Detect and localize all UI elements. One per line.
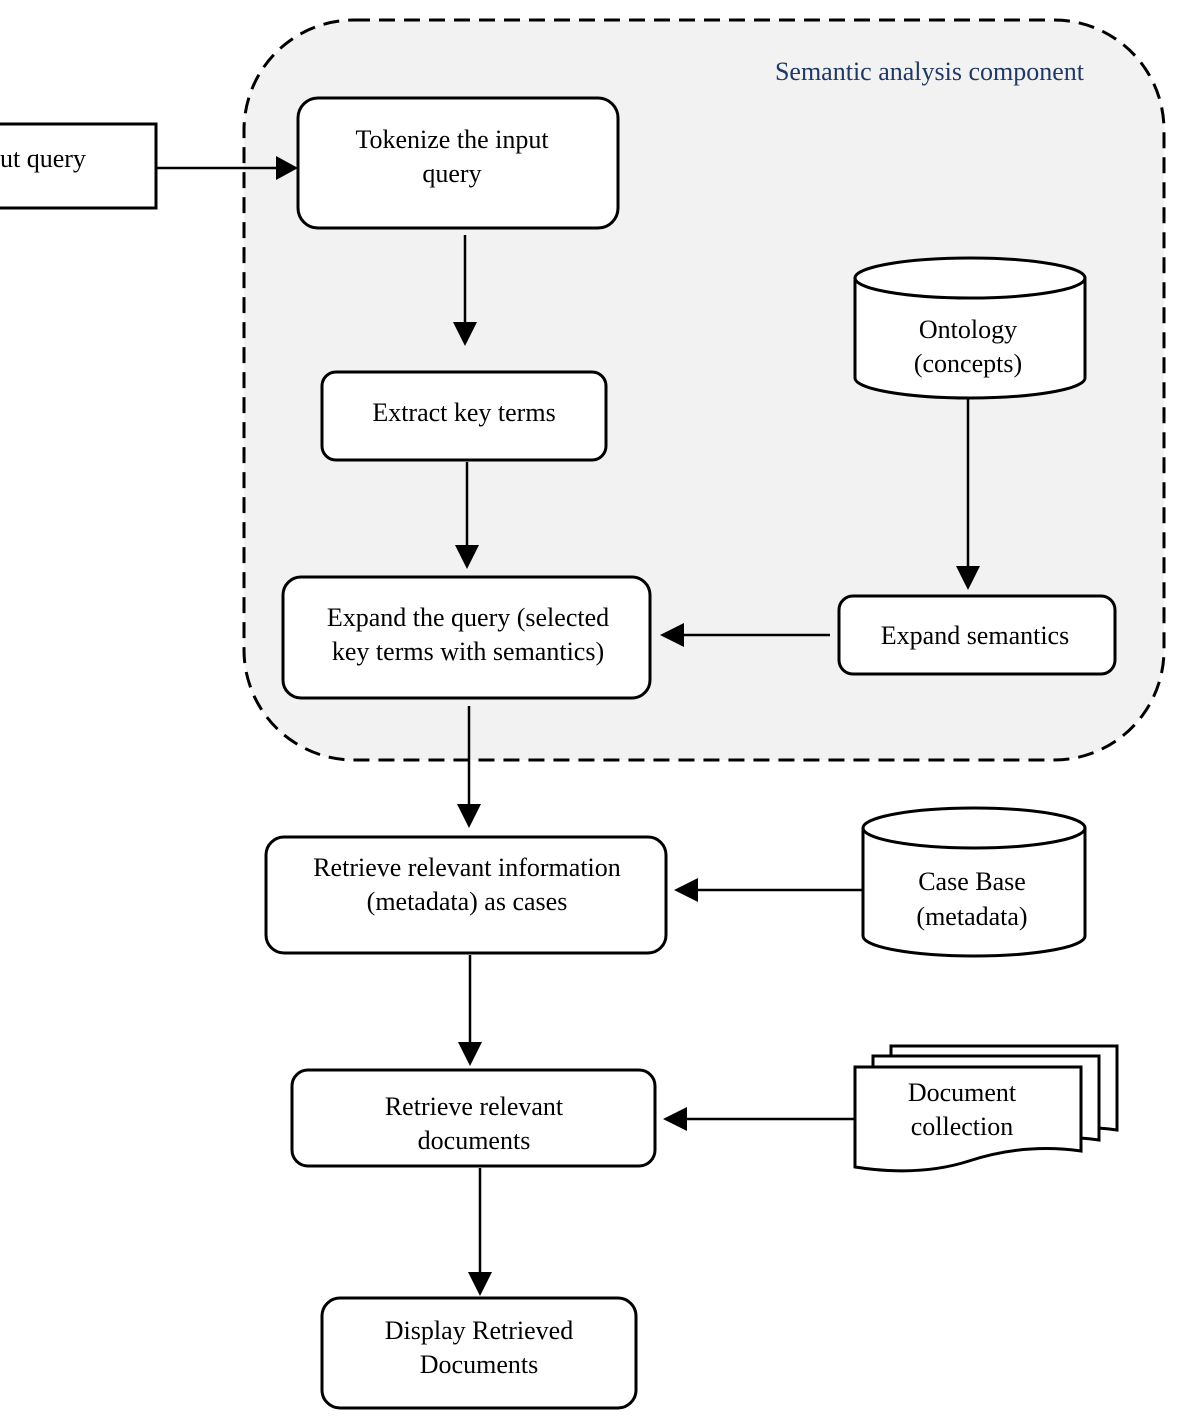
node-case-base: Case Base (metadata) xyxy=(861,806,1087,958)
node-tokenize: Tokenize the input query xyxy=(296,96,620,230)
node-retrieve-docs: Retrieve relevant documents xyxy=(290,1068,657,1168)
edge-input-to-tokenize xyxy=(156,156,298,180)
ontology-label-line-2: (concepts) xyxy=(914,349,1022,378)
tokenize-label-line-1: Tokenize the input xyxy=(355,125,549,154)
edge-retrieve-info-to-retrieve-docs xyxy=(458,955,482,1066)
edge-expand-semantics-to-expand-query xyxy=(660,623,830,647)
edge-ontology-to-expand-semantics xyxy=(956,398,980,590)
edge-expand-query-to-retrieve-info xyxy=(457,706,481,828)
retrieve-info-label-line-1: Retrieve relevant information xyxy=(313,853,621,882)
case-base-label-line-1: Case Base xyxy=(918,867,1026,896)
expand-query-label-line-1: Expand the query (selected xyxy=(327,603,609,632)
case-base-label-line-2: (metadata) xyxy=(916,902,1027,931)
display-label-line-2: Documents xyxy=(420,1350,538,1379)
edge-case-base-to-retrieve-info xyxy=(674,878,862,902)
input-query-label: ut query xyxy=(0,144,86,173)
node-display: Display Retrieved Documents xyxy=(320,1296,638,1410)
display-label-line-1: Display Retrieved xyxy=(385,1316,573,1345)
retrieve-docs-label-line-2: documents xyxy=(418,1126,531,1155)
node-retrieve-info: Retrieve relevant information (metadata)… xyxy=(264,835,668,955)
edge-tokenize-to-extract xyxy=(453,235,477,346)
edge-doc-collection-to-retrieve-docs xyxy=(663,1107,855,1131)
edge-retrieve-docs-to-display xyxy=(468,1168,492,1296)
doc-collection-label-line-2: collection xyxy=(911,1112,1014,1141)
node-ontology: Ontology (concepts) xyxy=(853,256,1087,400)
node-expand-query: Expand the query (selected key terms wit… xyxy=(281,575,652,700)
node-extract: Extract key terms xyxy=(320,370,608,462)
ontology-label-line-1: Ontology xyxy=(919,315,1017,344)
retrieve-docs-label-line-1: Retrieve relevant xyxy=(385,1092,564,1121)
node-input-query: ut query xyxy=(0,122,158,210)
edges xyxy=(156,156,980,1296)
extract-label: Extract key terms xyxy=(372,398,555,427)
tokenize-label-line-2: query xyxy=(422,159,481,188)
node-doc-collection: Document collection xyxy=(853,1044,1119,1173)
edge-extract-to-expand-query xyxy=(455,462,479,569)
group-label: Semantic analysis component xyxy=(775,57,1085,86)
doc-collection-label-line-1: Document xyxy=(908,1078,1017,1107)
retrieve-info-label-line-2: (metadata) as cases xyxy=(367,887,568,916)
node-expand-semantics: Expand semantics xyxy=(837,594,1117,676)
expand-query-label-line-2: key terms with semantics) xyxy=(332,637,604,666)
expand-semantics-label: Expand semantics xyxy=(881,621,1069,650)
